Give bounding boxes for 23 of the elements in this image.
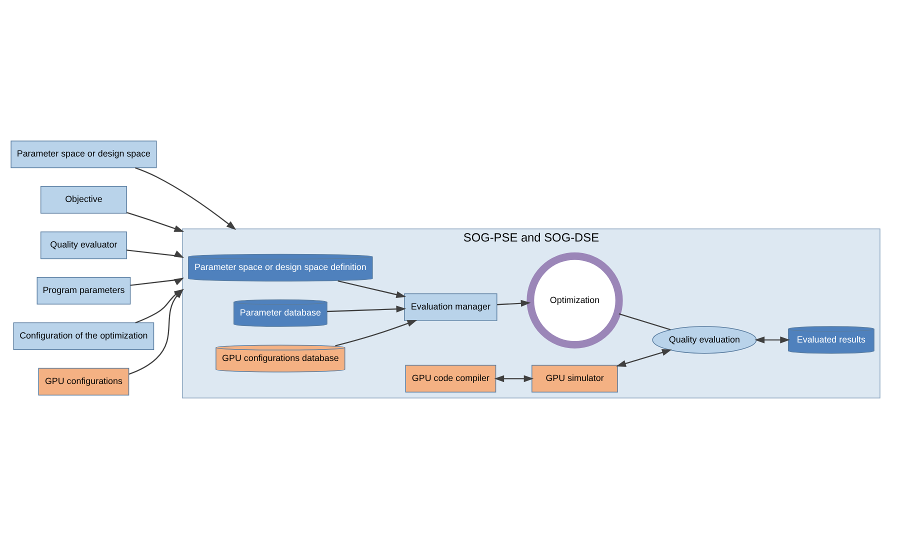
arrow <box>126 212 184 232</box>
node-box: GPU code compiler <box>405 364 496 392</box>
node-box: GPU configurations <box>38 368 130 396</box>
arrow <box>126 250 184 258</box>
node-box: Quality evaluator <box>40 232 127 260</box>
arrow <box>338 280 406 298</box>
node-box: Evaluation manager <box>404 293 498 321</box>
arrow <box>616 349 672 367</box>
node-box: Program parameters <box>36 276 131 305</box>
node-box: Configuration of the optimization <box>13 322 154 350</box>
node-box: GPU simulator <box>532 364 618 392</box>
arrow <box>494 375 534 382</box>
node-box: Objective <box>40 186 127 214</box>
node-circle: Optimization <box>526 252 623 348</box>
arrow <box>135 167 236 230</box>
arrow <box>754 336 790 344</box>
node-ellipse: Quality evaluation <box>652 326 757 354</box>
arrow <box>497 300 531 307</box>
node-box: Parameter space or design space <box>10 140 157 168</box>
arrow <box>130 278 184 286</box>
arrow <box>335 320 418 346</box>
connector <box>618 313 671 330</box>
arrow <box>327 306 406 312</box>
